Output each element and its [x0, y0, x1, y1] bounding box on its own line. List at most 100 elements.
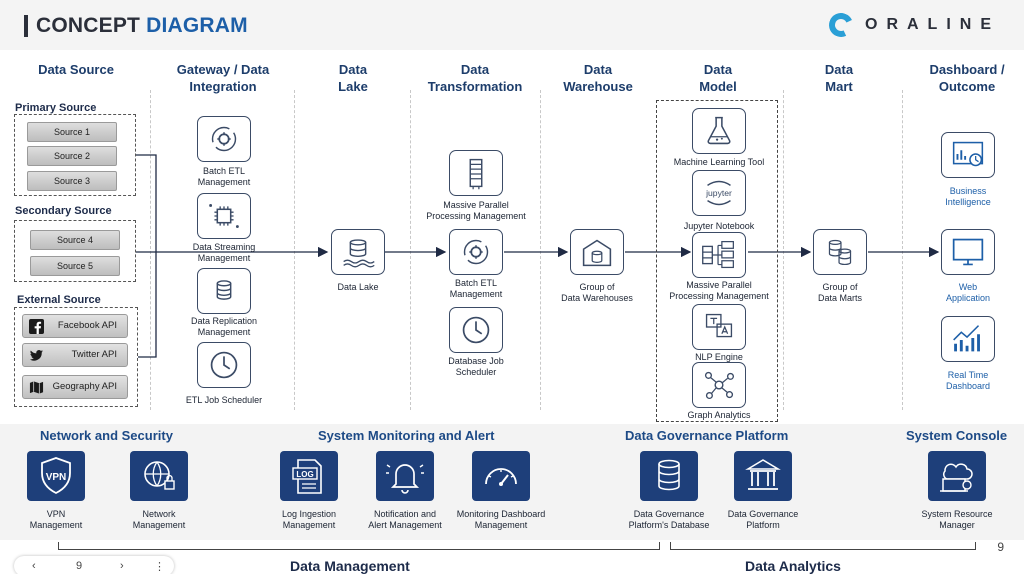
gear-cycle-icon	[211, 126, 237, 152]
mpp-model-label: Massive Parallel Processing Management	[669, 280, 769, 301]
data-lake-label: Data Lake	[337, 282, 379, 292]
batch-etl-transformation-node[interactable]	[449, 229, 503, 275]
line-chart-icon	[953, 325, 980, 352]
etl-job-scheduler-label: ETL Job Scheduler	[185, 395, 263, 405]
system-resource-label: System Resource Manager	[921, 509, 993, 530]
source-4[interactable]: Source 4	[30, 230, 120, 250]
title-word-concept: CONCEPT	[36, 14, 141, 37]
clock-icon	[210, 351, 238, 379]
primary-source-label: Primary Source	[15, 102, 97, 114]
source-3[interactable]: Source 3	[27, 171, 117, 191]
data-management-bracket	[58, 542, 660, 550]
logo-wordmark: ORALINE	[865, 16, 1000, 33]
graph-analytics-label: Graph Analytics	[687, 410, 751, 420]
header-accent-bar	[24, 15, 28, 37]
graph-analytics-node[interactable]	[692, 362, 746, 408]
batch-etl-node[interactable]	[197, 116, 251, 162]
database-icon	[658, 459, 680, 491]
page-number: 9	[997, 540, 1004, 554]
vpn-shield-icon: VPN	[41, 457, 71, 495]
column-separator	[410, 90, 411, 410]
network-tile[interactable]	[130, 451, 188, 501]
column-separator	[294, 90, 295, 410]
twitter-api-label: Twitter API	[71, 349, 117, 360]
secondary-source-group	[14, 220, 136, 282]
slide-navigation-bar: ‹ 9 › ⋮	[14, 556, 174, 574]
jupyter-notebook-label: Jupyter Notebook	[683, 221, 755, 231]
data-streaming-node[interactable]	[197, 193, 251, 239]
monitoring-dashboard-tile[interactable]	[472, 451, 530, 501]
column-header-transformation: Data Transformation	[427, 62, 523, 94]
bell-icon	[386, 464, 424, 494]
chip-icon	[209, 204, 239, 228]
notification-alert-tile[interactable]	[376, 451, 434, 501]
data-replication-node[interactable]	[197, 268, 251, 314]
data-mart-node[interactable]	[813, 229, 867, 275]
geography-api[interactable]: Geography API	[22, 375, 128, 399]
gauge-icon	[485, 468, 517, 486]
log-file-icon: LOG	[292, 459, 322, 494]
database-job-scheduler-label: Database Job Scheduler	[448, 356, 504, 377]
governance-database-tile[interactable]	[640, 451, 698, 501]
real-time-dashboard-node[interactable]	[941, 316, 995, 362]
data-model-group	[656, 100, 778, 422]
jupyter-icon: jupyter	[705, 180, 732, 206]
database-job-scheduler-node[interactable]	[449, 307, 503, 353]
mpp-transformation-node[interactable]	[449, 150, 503, 196]
monitor-icon	[952, 238, 984, 266]
governance-database-label: Data Governance Platform's Database	[628, 509, 710, 530]
vpn-label: VPN Management	[29, 509, 83, 530]
vpn-tile[interactable]: VPN	[27, 451, 85, 501]
warehouse-icon	[582, 239, 612, 267]
data-management-title: Data Management	[290, 558, 410, 574]
jupyter-icon-text: jupyter	[705, 188, 732, 198]
data-streaming-label: Data Streaming Management	[192, 242, 256, 263]
system-resource-tile[interactable]	[928, 451, 986, 501]
more-options-icon[interactable]: ⋮	[154, 561, 165, 573]
source-5[interactable]: Source 5	[30, 256, 120, 276]
machine-learning-node[interactable]	[692, 108, 746, 154]
data-analytics-bracket	[670, 542, 976, 550]
graph-network-icon	[704, 371, 735, 400]
batch-etl-label: Batch ETL Management	[197, 166, 251, 187]
column-header-dashboard: Dashboard / Outcome	[929, 62, 1005, 94]
mpp-model-node[interactable]	[692, 232, 746, 278]
primary-source-group	[14, 114, 136, 196]
data-warehouse-label: Group of Data Warehouses	[561, 282, 633, 303]
prev-slide-icon[interactable]: ‹	[32, 560, 36, 572]
institution-icon	[745, 459, 781, 490]
business-intelligence-node[interactable]	[941, 132, 995, 178]
governance-platform-tile[interactable]	[734, 451, 792, 501]
title-word-diagram: DIAGRAM	[146, 14, 248, 37]
governance-platform-label: Data Governance Platform	[727, 509, 799, 530]
system-monitoring-title: System Monitoring and Alert	[318, 428, 495, 443]
twitter-api[interactable]: Twitter API	[22, 343, 128, 367]
column-separator	[902, 90, 903, 410]
column-separator	[783, 90, 784, 410]
facebook-api[interactable]: Facebook API	[22, 314, 128, 338]
web-application-node[interactable]	[941, 229, 995, 275]
log-ingestion-tile[interactable]: LOG	[280, 451, 338, 501]
network-security-title: Network and Security	[40, 428, 173, 443]
machine-learning-label: Machine Learning Tool	[673, 157, 765, 167]
data-mart-label: Group of Data Marts	[817, 282, 862, 303]
jupyter-notebook-node[interactable]: jupyter	[692, 170, 746, 216]
monitoring-dashboard-label: Monitoring Dashboard Management	[456, 509, 546, 530]
mpp-transformation-label: Massive Parallel Processing Management	[426, 200, 526, 221]
vpn-icon-text: VPN	[46, 472, 67, 483]
next-slide-icon[interactable]: ›	[120, 560, 124, 572]
data-lake-node[interactable]	[331, 229, 385, 275]
business-intelligence-label: Business Intelligence	[945, 186, 991, 207]
facebook-api-label: Facebook API	[57, 320, 117, 331]
data-replication-label: Data Replication Management	[190, 316, 258, 337]
slide-header: CONCEPT DIAGRAM ORALINE	[0, 0, 1024, 50]
nlp-engine-node[interactable]	[692, 304, 746, 350]
system-console-title: System Console	[906, 428, 1008, 443]
notification-alert-label: Notification and Alert Management	[368, 509, 442, 530]
real-time-dashboard-label: Real Time Dashboard	[945, 370, 991, 391]
cloud-laptop-icon	[940, 463, 973, 492]
etl-job-scheduler-node[interactable]	[197, 342, 251, 388]
source-2[interactable]: Source 2	[27, 146, 117, 166]
source-1[interactable]: Source 1	[27, 122, 117, 142]
data-warehouse-node[interactable]	[570, 229, 624, 275]
